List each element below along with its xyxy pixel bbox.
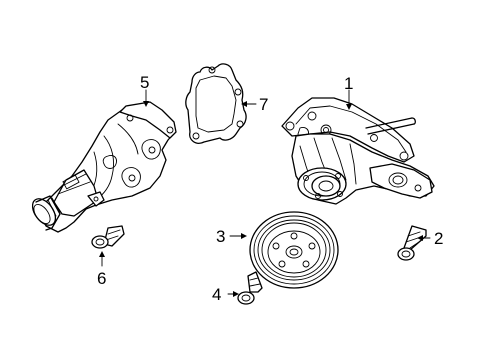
callout-6: 6 xyxy=(97,269,106,288)
leader-lines xyxy=(99,89,431,297)
callout-2: 2 xyxy=(434,229,443,248)
callout-4: 4 xyxy=(212,285,221,304)
callout-labels: 1 2 3 4 5 6 7 xyxy=(97,73,443,304)
callout-5: 5 xyxy=(140,73,149,92)
callout-7: 7 xyxy=(259,95,268,114)
callout-3: 3 xyxy=(216,227,225,246)
bolt-right xyxy=(397,225,427,261)
water-pump xyxy=(281,97,435,205)
gasket xyxy=(185,63,247,144)
bolt-lower xyxy=(237,271,263,305)
callout-1: 1 xyxy=(344,74,353,93)
pulley xyxy=(249,211,339,289)
bolt-left xyxy=(91,225,125,249)
thermostat-housing xyxy=(31,101,177,233)
